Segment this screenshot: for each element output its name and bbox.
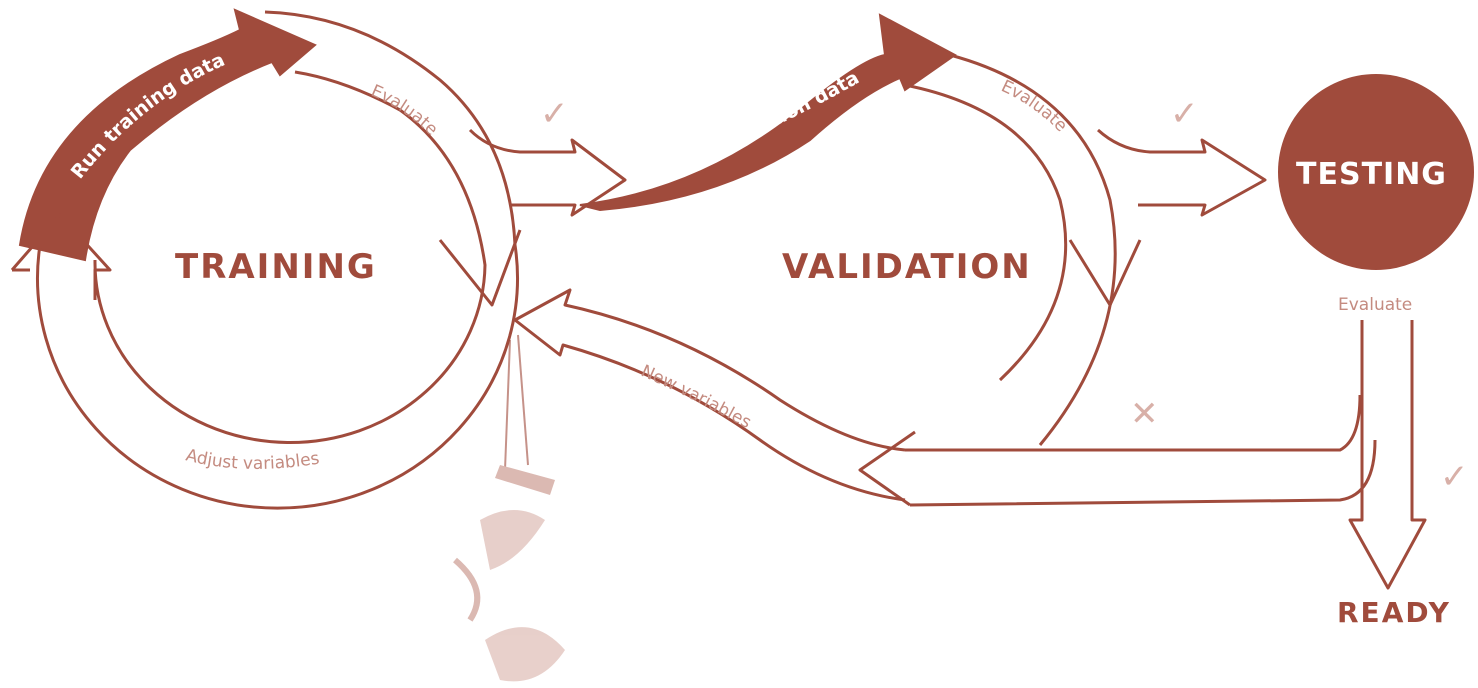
validation-ring-outer bbox=[949, 53, 1117, 446]
connector-arrow-2 bbox=[1096, 128, 1267, 217]
evaluate-arrowhead bbox=[438, 229, 522, 307]
cross-icon: ✕ bbox=[1130, 394, 1159, 434]
new-variables-path-bottom bbox=[514, 318, 906, 502]
new-variables-path-top bbox=[514, 288, 906, 452]
training-label: TRAINING bbox=[175, 247, 377, 287]
training-evaluate-label: Evaluate bbox=[368, 81, 442, 140]
validation-evaluate-arrowhead bbox=[1068, 239, 1142, 307]
adjust-arrowhead bbox=[10, 213, 112, 300]
ready-label: READY bbox=[1337, 596, 1451, 629]
testing-circle bbox=[1278, 74, 1474, 270]
testing-label: TESTING bbox=[1296, 157, 1447, 192]
testing-evaluate-label: Evaluate bbox=[1338, 295, 1412, 315]
adjust-variables-label: Adjust variables bbox=[184, 445, 321, 473]
check-icon-1: ✓ bbox=[540, 94, 569, 134]
check-icon-3: ✓ bbox=[1440, 457, 1469, 497]
validation-ring-inner bbox=[904, 83, 1068, 382]
robot-arm-illustration bbox=[453, 334, 565, 682]
training-ring-outer bbox=[36, 10, 519, 510]
validation-loop bbox=[468, 13, 1377, 507]
run-validation-band bbox=[579, 13, 957, 212]
check-icon-2: ✓ bbox=[1170, 94, 1199, 134]
fail-return-bar bbox=[905, 394, 1377, 507]
testing-node bbox=[1278, 74, 1474, 590]
validation-label: VALIDATION bbox=[782, 247, 1032, 287]
connector-arrow-1 bbox=[468, 128, 627, 217]
fail-return-arrowhead bbox=[858, 430, 916, 507]
ready-arrow bbox=[1348, 320, 1427, 590]
training-loop bbox=[10, 8, 522, 510]
run-training-band bbox=[18, 8, 317, 262]
training-ring-inner bbox=[93, 70, 487, 444]
